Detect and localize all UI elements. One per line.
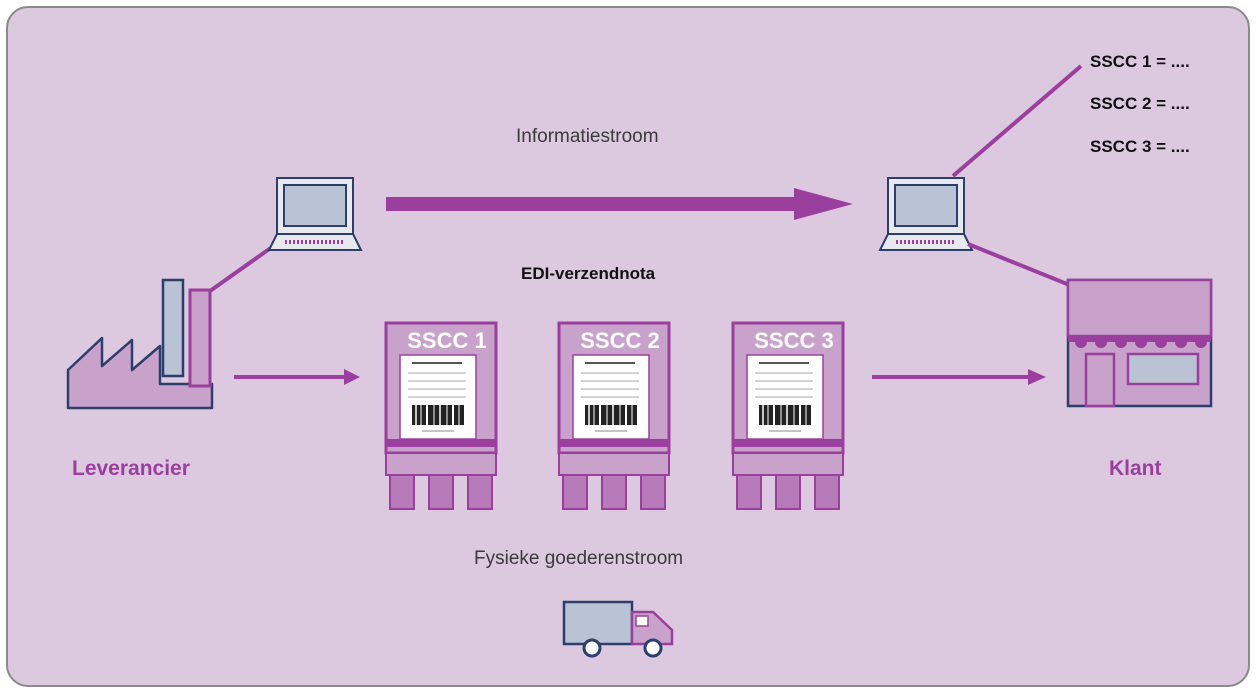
supplier-label: Leverancier xyxy=(72,457,190,480)
sscc-list-item: SSCC 2 = .... xyxy=(1090,94,1190,113)
edi-note-label: EDI-verzendnota xyxy=(521,264,656,283)
information-flow-label: Informatiestroom xyxy=(516,126,659,147)
pallet-2-label: SSCC 2 xyxy=(580,328,660,353)
factory-icon xyxy=(66,278,214,410)
diagram-panel: Informatiestroom EDI-verzendnota Fysieke… xyxy=(6,6,1250,687)
truck-icon xyxy=(562,600,674,658)
flow-diagram xyxy=(66,64,1213,658)
connector-line xyxy=(967,242,1073,288)
pallets-to-customer-arrow xyxy=(872,369,1046,385)
connector-line xyxy=(951,64,1083,178)
supplier-to-pallets-arrow xyxy=(234,369,360,385)
information-flow-arrow xyxy=(386,188,853,220)
customer-computer-icon xyxy=(878,176,974,252)
supplier-computer-icon xyxy=(267,176,363,252)
physical-flow-label: Fysieke goederenstroom xyxy=(474,548,684,569)
sscc-list-item: SSCC 1 = .... xyxy=(1090,52,1190,71)
sscc-list-item: SSCC 3 = .... xyxy=(1090,137,1190,156)
customer-label: Klant xyxy=(1109,457,1162,480)
pallet-1-label: SSCC 1 xyxy=(407,328,487,353)
pallet-3-label: SSCC 3 xyxy=(754,328,834,353)
shop-icon xyxy=(1066,278,1213,408)
